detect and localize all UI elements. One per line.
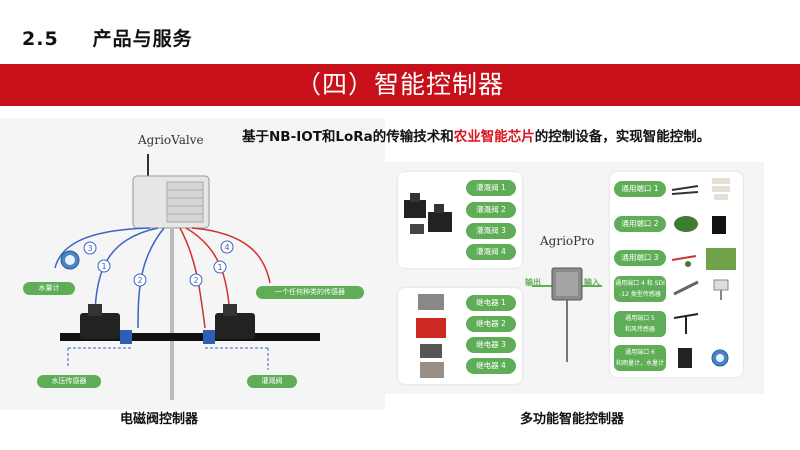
description-part1: 基于NB-IOT和LoRa的传输技术和 <box>242 129 454 145</box>
valve-label: 灌溉阀 1 <box>466 180 516 196</box>
input-label: 输入 <box>584 278 600 287</box>
relay-label: 继电器 4 <box>466 358 516 374</box>
description-highlight: 农业智能芯片 <box>453 129 535 145</box>
port-label: 通用端口 3 <box>614 250 666 266</box>
badge-number: 3 <box>87 244 92 253</box>
soil-probe-icon <box>673 280 699 296</box>
section-number: 2.5 <box>22 28 59 50</box>
red-probe-icon <box>671 255 697 267</box>
relay-label: 继电器 2 <box>466 316 516 332</box>
relay-label: 继电器 3 <box>466 337 516 353</box>
solenoid-valve-left-icon <box>80 304 132 344</box>
valve-label: 灌溉阀 3 <box>466 223 516 239</box>
badge-number: 2 <box>193 276 198 285</box>
solenoid-valves-image <box>404 193 452 234</box>
section-title: 产品与服务 <box>92 28 193 50</box>
description-part2: 的控制设备，实现智能控制。 <box>534 129 711 145</box>
flow-meter-icon <box>711 349 729 367</box>
ports-card <box>610 172 743 377</box>
port-label: 通用端口 1 <box>614 181 666 197</box>
water-meter-label: 水量计 <box>23 282 75 295</box>
valve-label: 灌溉阀 2 <box>466 202 516 218</box>
sensor-images <box>671 178 736 368</box>
pipeline <box>60 333 320 341</box>
relay-label: 继电器 1 <box>466 295 516 311</box>
description: 基于NB-IOT和LoRa的传输技术和农业智能芯片的控制设备，实现智能控制。 <box>242 125 710 145</box>
radiation-shield-icon <box>712 178 730 200</box>
right-caption: 多功能智能控制器 <box>520 412 625 427</box>
banner-title: （四）智能控制器 <box>295 70 504 99</box>
badge-number: 4 <box>224 243 229 252</box>
pressure-sensor-label: 水压传感器 <box>37 375 101 388</box>
agriovalve-controller-box <box>132 175 210 229</box>
valve-controller-diagram: AgrioValve 3 1 2 2 1 <box>54 133 320 400</box>
badge-number: 1 <box>217 263 222 272</box>
agriovalve-brand: AgrioValve <box>137 133 204 147</box>
badge-number: 2 <box>137 276 142 285</box>
irrigation-valve-label: 灌溉阀 <box>247 375 297 388</box>
valve-label: 灌溉阀 4 <box>466 244 516 260</box>
black-sensor-icon <box>712 216 726 234</box>
any-sensor-label: 一个任何种类的传感器 <box>256 286 364 299</box>
pressure-sensor-icon <box>713 279 729 300</box>
water-meter-icon <box>60 250 80 270</box>
title-banner <box>0 64 800 106</box>
agriopro-device <box>532 267 602 362</box>
solenoid-valve-right-icon <box>203 304 255 344</box>
port-label: 通用端口 2 <box>614 216 666 232</box>
port-label: 通用端口 4 和 SDI-12 类型传感器 <box>614 276 666 302</box>
probe-sensor-icon <box>671 185 699 195</box>
anemometer-icon <box>673 313 699 334</box>
section-heading: 2.5 产品与服务 <box>22 24 193 51</box>
number-badges: 3 1 2 2 1 4 <box>83 240 234 287</box>
relays-image <box>416 294 446 378</box>
leaf-sensor-icon <box>674 216 698 232</box>
output-label: 输出 <box>525 278 541 287</box>
badge-number: 1 <box>101 262 106 271</box>
left-caption: 电磁阀控制器 <box>120 412 199 427</box>
agriopro-brand: AgrioPro <box>540 234 595 248</box>
plant-photo-icon <box>706 248 736 270</box>
rain-gauge-icon <box>678 348 692 368</box>
